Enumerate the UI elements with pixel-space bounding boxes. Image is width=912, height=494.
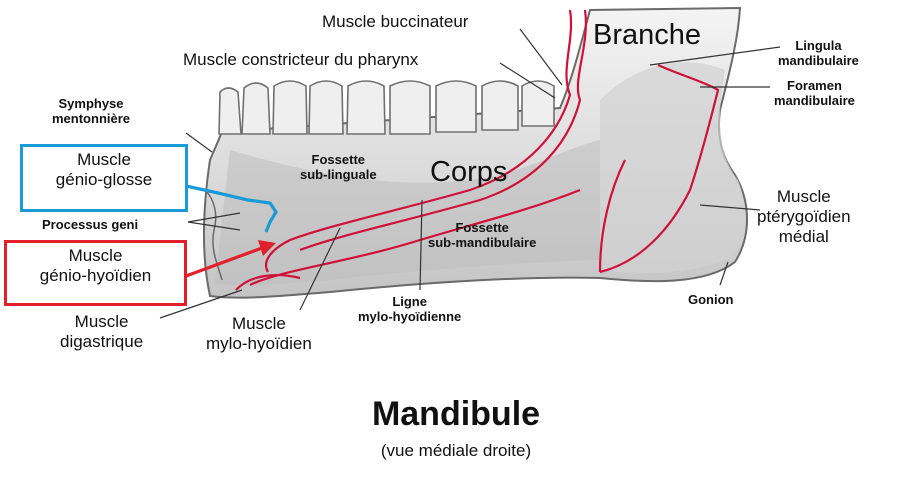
- genio-hyoidien-arrow-line: [185, 246, 263, 278]
- genio-glosse-pointer: [185, 184, 278, 233]
- label-genio-glosse-line1: Muscle: [77, 150, 131, 169]
- label-fossette-sl-line1: Fossette: [311, 152, 366, 167]
- label-mylo-line1: Muscle: [231, 314, 286, 333]
- label-fossette-sm-line1: Fossette: [455, 220, 509, 235]
- leader-lines: [159, 28, 781, 319]
- diagram-title: Mandibule: [371, 395, 541, 433]
- label-lingula-line2: mandibulaire: [778, 53, 859, 69]
- insertion-lines: [235, 9, 720, 291]
- label-symphyse-line2: mentonnière: [52, 111, 131, 127]
- label-symphyse-line1: Symphyse: [58, 96, 124, 111]
- label-symphyse: Symphyse mentonnière: [52, 96, 130, 127]
- box-genio-hyoidien: [4, 240, 187, 306]
- region-branche: Branche: [593, 19, 702, 51]
- label-foramen-line1: Foramen: [787, 78, 842, 93]
- label-muscle-genio-glosse: Muscle génio-glosse: [20, 150, 188, 190]
- box-genio-glosse: [20, 144, 188, 212]
- label-foramen-line2: mandibulaire: [774, 93, 855, 109]
- ramus-shading: [600, 62, 745, 274]
- label-gonion: Gonion: [688, 292, 734, 307]
- label-digastrique-line1: Muscle: [74, 312, 129, 331]
- label-lingula: Lingula mandibulaire: [778, 38, 859, 69]
- label-muscle-buccinateur: Muscle buccinateur: [322, 12, 469, 31]
- label-muscle-genio-hyoidien: Muscle génio-hyoïdien: [4, 246, 187, 286]
- label-fossette-sl-line2: sub-linguale: [300, 167, 377, 183]
- label-foramen: Foramen mandibulaire: [774, 78, 855, 109]
- label-processus-geni: Processus geni: [42, 217, 139, 232]
- geni-process: [204, 189, 223, 281]
- label-pterygoidien-line2: ptérygoïdien: [757, 207, 851, 227]
- diagram-subtitle: (vue médiale droite): [380, 441, 532, 460]
- label-muscle-mylo-hyoidien: Muscle mylo-hyoïdien: [206, 314, 312, 354]
- label-pterygoidien-line3: médial: [778, 227, 829, 247]
- label-pterygoidien-line1: Muscle: [776, 187, 831, 206]
- label-ligne-line2: mylo-hyoïdienne: [358, 309, 462, 325]
- label-muscle-digastrique: Muscle digastrique: [60, 312, 143, 352]
- label-genio-hyoidien-line1: Muscle: [68, 246, 123, 265]
- label-fossette-sm-line2: sub-mandibulaire: [428, 235, 537, 251]
- region-corps: Corps: [430, 156, 508, 188]
- label-lingula-line1: Lingula: [795, 38, 842, 53]
- label-fossette-sub-mandibulaire: Fossette sub-mandibulaire: [428, 220, 536, 251]
- label-ligne-line1: Ligne: [392, 294, 427, 309]
- label-genio-glosse-line2: génio-glosse: [55, 170, 153, 190]
- label-muscle-constricteur: Muscle constricteur du pharynx: [183, 50, 419, 69]
- label-muscle-pterygoidien: Muscle ptérygoïdien médial: [757, 187, 851, 247]
- label-digastrique-line2: digastrique: [60, 332, 144, 352]
- genio-hyoidien-arrowhead: [258, 240, 276, 256]
- label-genio-hyoidien-line2: génio-hyoïdien: [39, 266, 152, 286]
- label-fossette-sub-linguale: Fossette sub-linguale: [300, 152, 377, 183]
- label-ligne-mylo-hyoidienne: Ligne mylo-hyoïdienne: [358, 294, 461, 325]
- label-mylo-line2: mylo-hyoïdien: [206, 334, 312, 354]
